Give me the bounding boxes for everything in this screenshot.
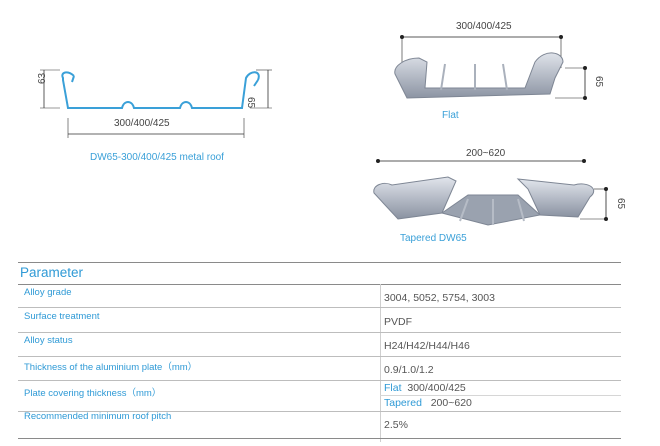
flat-tag: Flat	[384, 382, 402, 394]
row-value-roof-pitch: 2.5%	[384, 419, 408, 431]
profile-height-right: 65	[245, 97, 256, 109]
parameter-table: Parameter Alloy grade 3004, 5052, 5754, …	[18, 262, 621, 442]
flat-value: 300/400/425	[407, 382, 466, 394]
flat-caption: Flat	[442, 110, 459, 121]
row-value-alloy-grade: 3004, 5052, 5754, 3003	[384, 292, 495, 304]
profile-outline	[61, 71, 260, 109]
row-label-surface-treatment: Surface treatment	[24, 311, 100, 322]
profile-width-label: 300/400/425	[114, 118, 170, 129]
flat-height-label: 65	[593, 76, 604, 88]
tapered-height-label: 65	[615, 198, 626, 210]
tapered-panel-svg	[373, 159, 608, 226]
flat-width-label: 300/400/425	[456, 21, 512, 32]
row-label-roof-pitch: Recommended minimum roof pitch	[24, 411, 172, 422]
tapered-value: 200~620	[430, 397, 472, 409]
tapered-width-label: 200~620	[466, 148, 506, 159]
profile-caption: DW65-300/400/425 metal roof	[90, 152, 224, 163]
row-value-surface-treatment: PVDF	[384, 316, 413, 328]
row-value-alloy-status: H24/H42/H44/H46	[384, 340, 470, 352]
row-value-flat: Flat 300/400/425	[384, 382, 466, 394]
profile-section-svg	[40, 69, 272, 138]
row-value-plate-thickness: 0.9/1.0/1.2	[384, 364, 434, 376]
row-label-covering-thickness: Plate covering thickness（mm）	[24, 388, 162, 399]
row-label-alloy-grade: Alloy grade	[24, 287, 72, 298]
table-title: Parameter	[20, 265, 84, 280]
tapered-tag: Tapered	[384, 397, 422, 409]
row-label-plate-thickness: Thickness of the aluminium plate（mm）	[24, 362, 198, 373]
row-label-alloy-status: Alloy status	[24, 335, 73, 346]
profile-height-left: 63	[37, 72, 48, 84]
tapered-caption: Tapered DW65	[400, 233, 467, 244]
flat-panel-svg	[394, 35, 587, 100]
row-value-tapered: Tapered 200~620	[384, 397, 472, 409]
